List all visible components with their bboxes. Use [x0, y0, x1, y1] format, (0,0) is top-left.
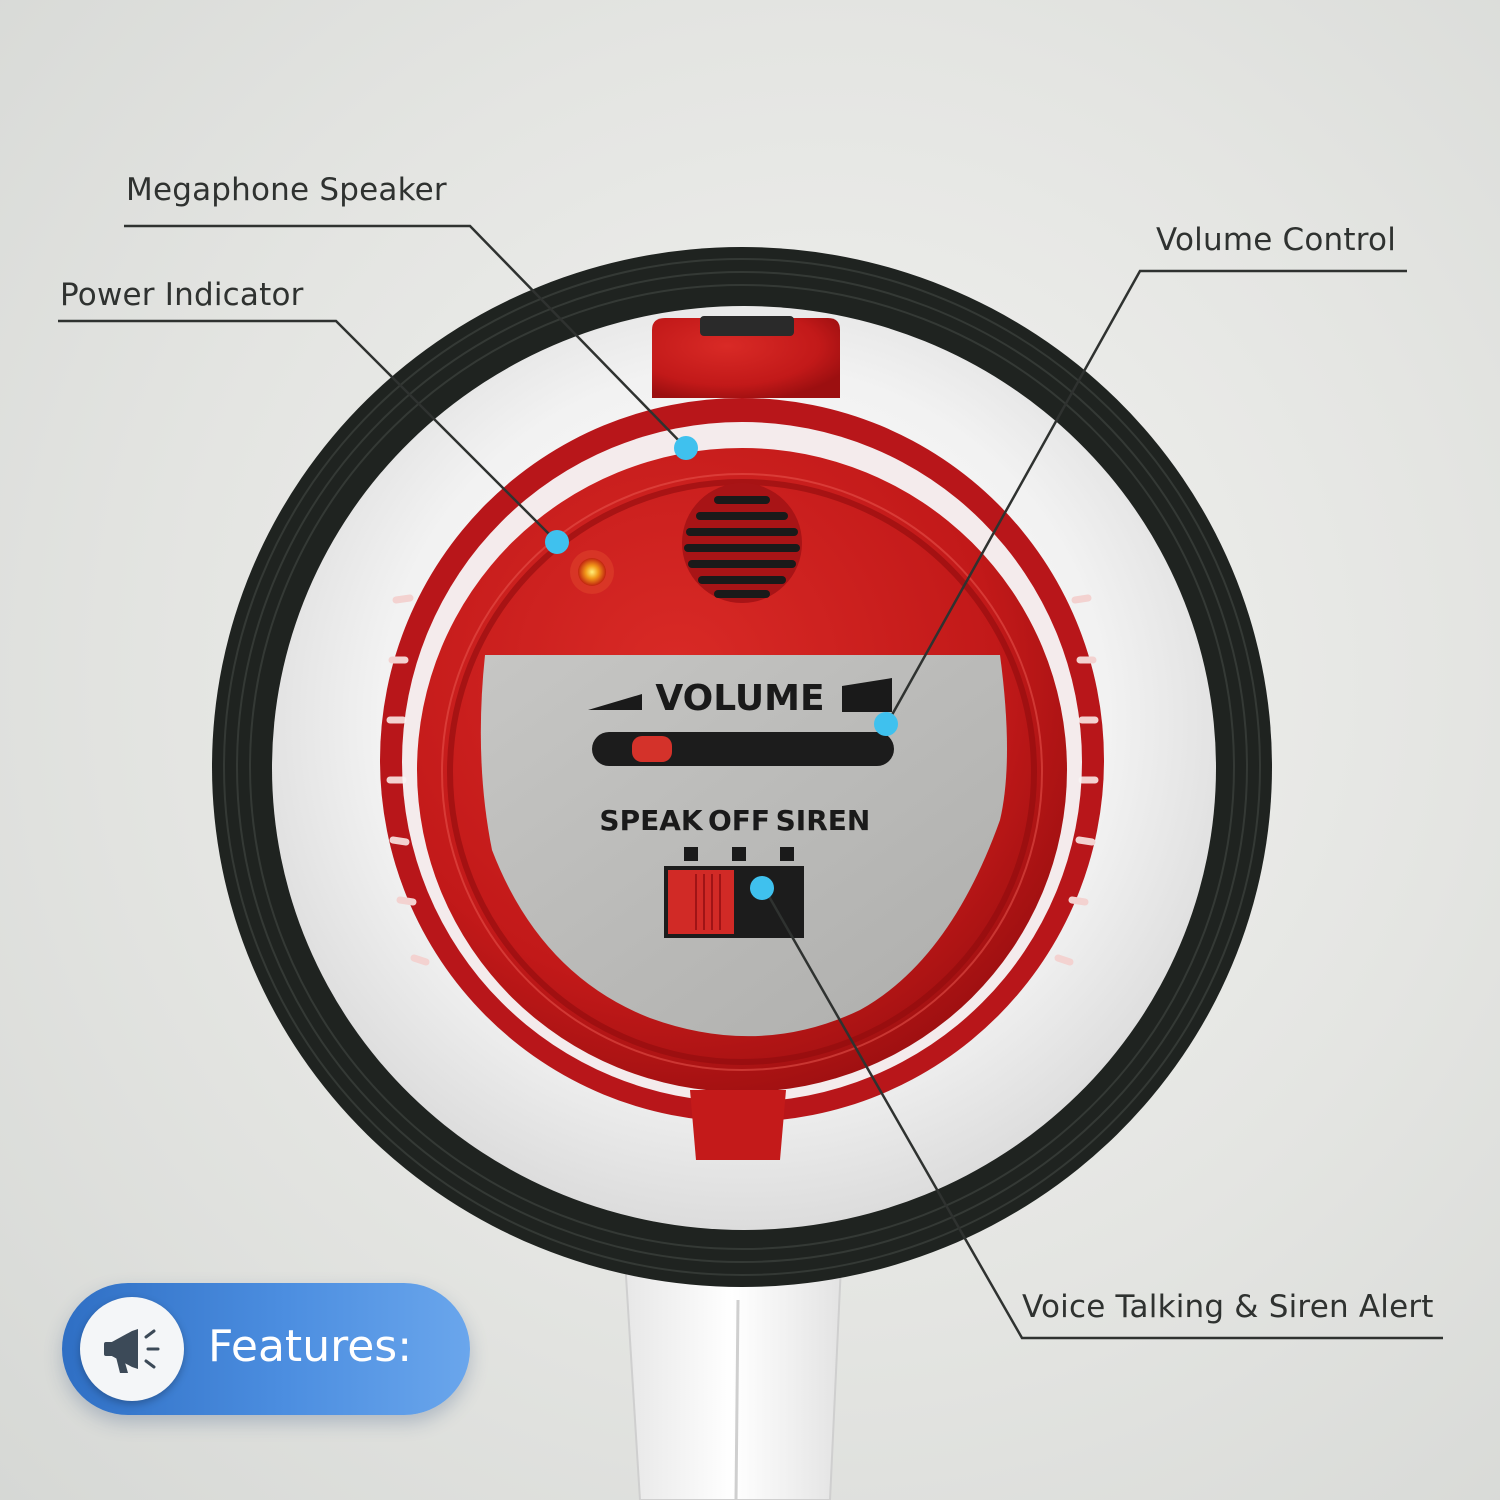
features-badge: Features: [62, 1283, 470, 1415]
callout-power-indicator: Power Indicator [60, 277, 304, 313]
speaker-grille [682, 483, 802, 603]
handle-trigger [690, 1090, 786, 1160]
mode-label-siren: SIREN [776, 804, 871, 837]
volume-slider[interactable] [592, 732, 894, 766]
top-latch [652, 316, 840, 398]
power-led [570, 550, 614, 594]
callout-volume-control: Volume Control [1156, 222, 1397, 258]
mode-switch[interactable] [664, 866, 804, 938]
megaphone-icon [104, 1329, 160, 1373]
callout-megaphone-speaker: Megaphone Speaker [126, 172, 447, 208]
mode-labels: SPEAK OFF SIREN [599, 804, 870, 837]
volume-ramp-icon [588, 678, 892, 712]
mode-label-off: OFF [708, 804, 770, 837]
rim-grooves [223, 258, 1261, 1276]
mode-label-speak: SPEAK [599, 804, 703, 837]
callout-voice-siren: Voice Talking & Siren Alert [1022, 1289, 1434, 1325]
callout-dots [545, 436, 898, 900]
badge-icon-holder [80, 1297, 184, 1401]
features-label: Features: [208, 1321, 413, 1372]
volume-label: VOLUME [655, 678, 824, 719]
mode-ticks [684, 847, 794, 861]
callout-lines [58, 224, 1443, 1340]
